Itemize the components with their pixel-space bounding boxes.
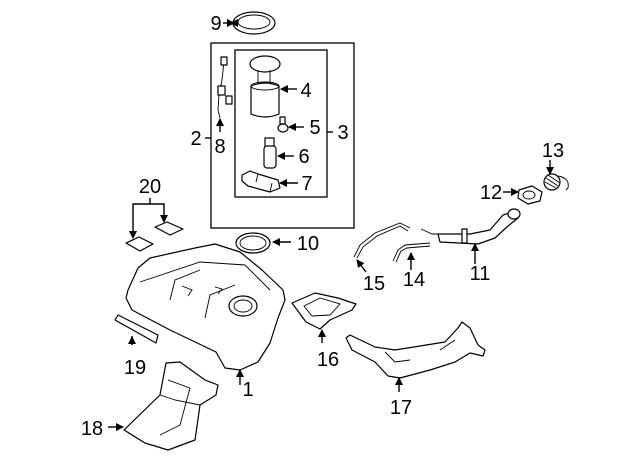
callout-8: 8 bbox=[214, 136, 225, 158]
callout-1: 1 bbox=[242, 379, 253, 401]
callout-7: 7 bbox=[301, 173, 312, 195]
leader-20a bbox=[129, 198, 151, 239]
part-18-shield[interactable] bbox=[123, 361, 219, 451]
part-17-shield[interactable] bbox=[345, 321, 486, 379]
callout-20: 20 bbox=[139, 176, 161, 198]
part-19-strip[interactable] bbox=[114, 314, 159, 344]
callout-15: 15 bbox=[363, 273, 385, 295]
callout-14: 14 bbox=[403, 269, 425, 291]
assembly-3-box bbox=[234, 49, 328, 198]
part-1-fuel-tank[interactable] bbox=[125, 243, 286, 371]
callout-10: 10 bbox=[297, 233, 319, 255]
part-8-sender[interactable] bbox=[217, 56, 233, 119]
callout-19: 19 bbox=[124, 357, 146, 379]
leader-20b bbox=[150, 203, 168, 223]
part-14-hose[interactable] bbox=[392, 242, 431, 263]
part-15-vent-tube[interactable] bbox=[353, 222, 411, 259]
part-20-pads[interactable] bbox=[125, 221, 184, 252]
callout-18: 18 bbox=[81, 418, 103, 440]
callout-3: 3 bbox=[337, 122, 348, 144]
callout-13: 13 bbox=[542, 140, 564, 162]
callout-5: 5 bbox=[309, 117, 320, 139]
part-12-fuel-door[interactable] bbox=[517, 185, 543, 205]
part-7-filter[interactable] bbox=[241, 170, 281, 193]
callout-16: 16 bbox=[317, 349, 339, 371]
part-10-lock-ring[interactable] bbox=[235, 232, 271, 254]
callout-9: 9 bbox=[210, 13, 221, 35]
leader-15 bbox=[356, 259, 367, 273]
callout-12: 12 bbox=[480, 182, 502, 204]
callout-2: 2 bbox=[190, 128, 201, 150]
part-13-fuel-cap[interactable] bbox=[543, 173, 569, 191]
callout-17: 17 bbox=[390, 397, 412, 419]
assembly-2-box bbox=[210, 42, 355, 229]
part-16-bracket[interactable] bbox=[291, 292, 357, 330]
callout-6: 6 bbox=[298, 146, 309, 168]
part-5-regulator[interactable] bbox=[277, 116, 289, 133]
callout-4: 4 bbox=[300, 80, 311, 102]
part-4-pump-module[interactable] bbox=[249, 55, 281, 118]
part-9-gasket[interactable] bbox=[232, 11, 276, 35]
callout-11: 11 bbox=[470, 263, 491, 285]
part-11-filler-neck[interactable] bbox=[420, 208, 521, 245]
part-6-fuel-pump[interactable] bbox=[263, 137, 277, 169]
